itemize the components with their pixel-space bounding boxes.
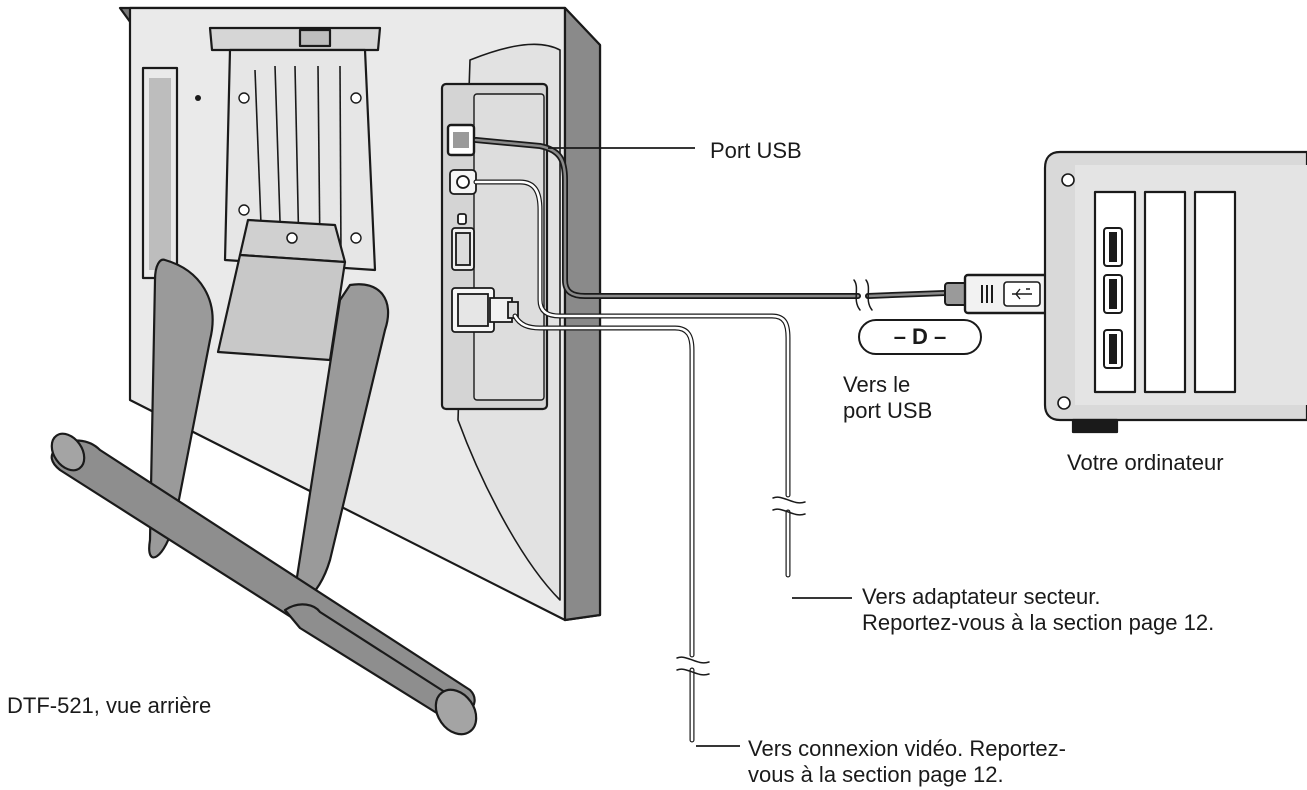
label-video-connection: Vers connexion vidéo. Reportez- vous à l… — [748, 736, 1066, 788]
stand — [50, 218, 478, 736]
label-port-usb: Port USB — [710, 138, 802, 163]
screw-icon — [1057, 396, 1071, 410]
cables — [473, 137, 948, 743]
label-to-usb-line1: Vers le — [843, 372, 911, 397]
screw-icon — [1061, 173, 1075, 187]
label-video-line1: Vers connexion vidéo. Reportez- — [748, 736, 1066, 761]
leader-lines — [548, 147, 852, 747]
callout-d-label: – D – — [893, 324, 947, 349]
label-to-usb-line2: port USB — [843, 398, 933, 423]
label-to-usb-port: Vers le port USB — [843, 372, 932, 424]
label-device: DTF-521, vue arrière — [7, 693, 212, 718]
label-video-line2: vous à la section page 12. — [748, 762, 1004, 787]
label-power-line2: Reportez-vous à la section page 12. — [862, 610, 1215, 635]
label-computer: Votre ordinateur — [1067, 450, 1224, 475]
label-power-line1: Vers adaptateur secteur. — [862, 584, 1101, 609]
panel-connectors — [446, 123, 519, 333]
callout-d: – D – — [858, 319, 982, 355]
label-power-adapter: Vers adaptateur secteur. Reportez-vous à… — [862, 584, 1214, 636]
computer — [1043, 150, 1307, 434]
